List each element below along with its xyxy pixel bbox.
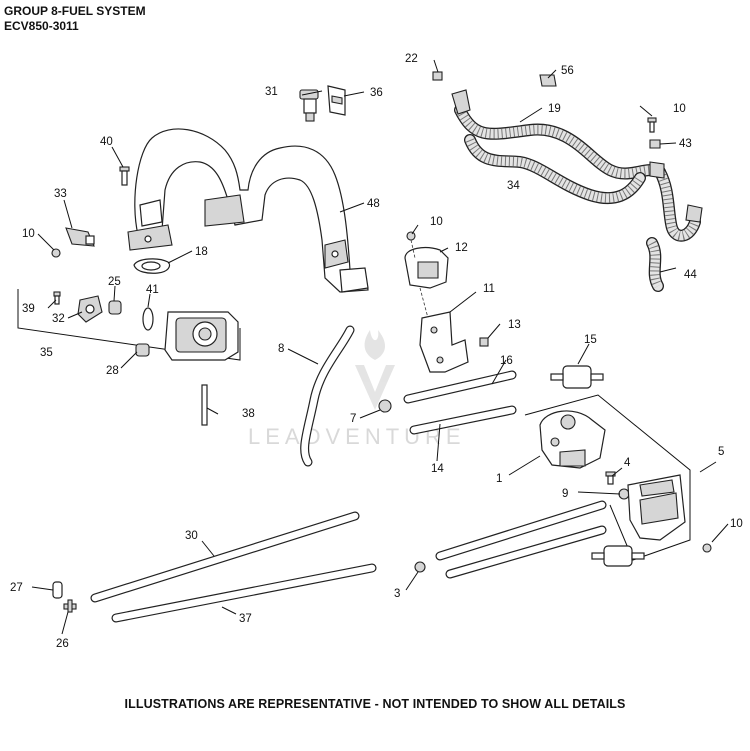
fuel-line-37: [111, 563, 377, 623]
disclaimer-footer: ILLUSTRATIONS ARE REPRESENTATIVE - NOT I…: [124, 697, 626, 711]
callout-15: 15: [584, 334, 597, 346]
model-number: ECV850-3011: [4, 19, 79, 33]
callout-10-left: 10: [22, 228, 35, 240]
callout-22: 22: [405, 53, 418, 65]
screw-39: [53, 291, 61, 305]
group-35-bracket: [17, 289, 241, 361]
callout-5: 5: [718, 446, 724, 458]
callout-43: 43: [679, 138, 692, 150]
callout-14: 14: [431, 463, 444, 475]
callout-33: 33: [54, 188, 67, 200]
callout-1: 1: [496, 473, 502, 485]
hose-44: [646, 237, 664, 292]
spacer-25: [108, 300, 122, 315]
callout-labels: 22 56 19 10 43 34 31 36 40 48 33 10 18 1…: [10, 53, 743, 650]
screw-4: [605, 471, 616, 485]
callout-35: 35: [40, 347, 53, 359]
callout-7: 7: [350, 413, 356, 425]
callout-26: 26: [56, 638, 69, 650]
throttle-body: [164, 311, 239, 361]
bolt-40: [119, 166, 130, 186]
mount-bracket: [539, 410, 606, 469]
callout-41: 41: [146, 284, 159, 296]
fuel-pump-module: [627, 474, 686, 541]
callout-11: 11: [483, 283, 495, 295]
screw-10-right: [702, 543, 712, 553]
callout-56: 56: [561, 65, 574, 77]
vent-line-8: [300, 325, 355, 467]
callout-30: 30: [185, 530, 198, 542]
screw-10-pump: [406, 231, 416, 241]
fuel-line-module-upper: [435, 500, 607, 561]
callout-9: 9: [562, 488, 568, 500]
callout-4: 4: [624, 457, 631, 469]
callout-27: 27: [10, 582, 23, 594]
callout-18: 18: [195, 246, 208, 258]
clamp-3: [414, 561, 426, 573]
watermark-logo: [355, 330, 395, 410]
fuel-line-module-lower: [445, 525, 607, 579]
plug-27: [52, 581, 63, 599]
callout-31: 31: [265, 86, 278, 98]
callout-16: 16: [500, 355, 513, 367]
callout-12: 12: [455, 242, 468, 254]
callout-13: 13: [508, 319, 521, 331]
callout-37: 37: [239, 613, 252, 625]
clip-43: [649, 139, 661, 149]
bushing-28: [135, 343, 150, 357]
callout-28: 28: [106, 365, 119, 377]
fuel-injector: [299, 89, 319, 122]
injector-clip: [327, 85, 346, 116]
intake-manifold: [127, 128, 369, 293]
callout-19: 19: [548, 103, 561, 115]
map-sensor: [65, 227, 95, 247]
callout-10-right: 10: [730, 518, 743, 530]
pin-38: [201, 384, 208, 426]
callout-34: 34: [507, 180, 520, 192]
clamp-9: [618, 488, 630, 500]
callout-10-top-right: 10: [673, 103, 686, 115]
fuel-hose-19: [451, 89, 666, 180]
fuel-line-14: [409, 405, 517, 435]
callout-38: 38: [242, 408, 255, 420]
screw-10-left: [51, 248, 61, 258]
hose-clip-7: [378, 399, 392, 413]
fuel-pump: [404, 247, 449, 289]
callout-40: 40: [100, 136, 113, 148]
tee-fitting-26: [63, 599, 77, 613]
callout-10-pump: 10: [430, 216, 443, 228]
callout-39: 39: [22, 303, 35, 315]
callout-48: 48: [367, 198, 380, 210]
screw-13: [479, 337, 489, 347]
callout-3: 3: [394, 588, 400, 600]
fuel-line-16: [403, 370, 517, 404]
leader-lines: [31, 59, 729, 635]
callout-8: 8: [278, 343, 284, 355]
clip-56: [539, 74, 557, 87]
callout-44: 44: [684, 269, 697, 281]
fuel-hose-34: [464, 134, 703, 242]
gasket: [133, 258, 171, 274]
callout-25: 25: [108, 276, 121, 288]
screw-10-top-right: [647, 117, 657, 133]
fitting-22: [432, 71, 443, 81]
callout-36: 36: [370, 87, 383, 99]
callout-32: 32: [52, 313, 65, 325]
o-ring: [142, 307, 154, 331]
pump-bracket: [419, 311, 469, 373]
fuel-line-30: [90, 511, 360, 603]
throttle-sensor: [77, 295, 103, 323]
fuel-filter-15: [550, 365, 604, 389]
diagram-title: GROUP 8-FUEL SYSTEM: [4, 4, 146, 18]
fuel-filter-inline: [591, 545, 645, 567]
